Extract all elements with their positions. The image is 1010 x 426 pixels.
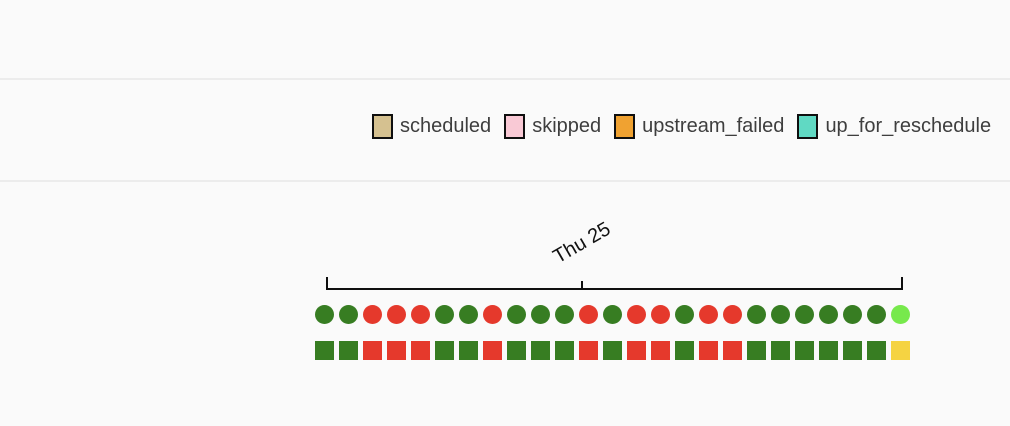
task-instance-status-square-success[interactable] xyxy=(795,341,814,360)
dag-run-status-circle-success[interactable] xyxy=(507,305,526,324)
task-instance-status-square-success[interactable] xyxy=(531,341,550,360)
skipped-swatch-icon xyxy=(504,114,526,139)
legend-item-upstream_failed: upstream_failed xyxy=(614,114,784,139)
dag-run-status-circle-success[interactable] xyxy=(459,305,478,324)
dag-run-status-circle-success[interactable] xyxy=(795,305,814,324)
task-instance-status-row xyxy=(315,341,910,360)
dag-run-status-circle-failed[interactable] xyxy=(651,305,670,324)
dag-run-status-circle-failed[interactable] xyxy=(387,305,406,324)
task-instance-status-square-success[interactable] xyxy=(771,341,790,360)
legend-item-scheduled: scheduled xyxy=(372,114,491,139)
dag-run-status-circle-success[interactable] xyxy=(747,305,766,324)
dag-run-status-circle-success[interactable] xyxy=(603,305,622,324)
legend-label: skipped xyxy=(532,115,602,137)
task-instance-status-square-success[interactable] xyxy=(819,341,838,360)
axis-domain-line xyxy=(326,288,903,290)
legend-label: scheduled xyxy=(400,115,492,137)
legend-label: upstream_failed xyxy=(642,115,785,137)
legend-item-skipped: skipped xyxy=(504,114,601,139)
dag-run-status-circle-failed[interactable] xyxy=(579,305,598,324)
dag-run-status-circle-success[interactable] xyxy=(435,305,454,324)
scheduled-swatch-icon xyxy=(372,114,393,139)
axis-date-tick xyxy=(581,281,583,290)
task-instance-status-square-success[interactable] xyxy=(843,341,862,360)
dag-run-status-circle-failed[interactable] xyxy=(363,305,382,324)
dag-run-status-circle-failed[interactable] xyxy=(699,305,718,324)
dag-run-status-circle-failed[interactable] xyxy=(723,305,742,324)
legend-divider xyxy=(0,180,1010,182)
dag-run-status-circle-success[interactable] xyxy=(867,305,886,324)
task-instance-status-square-failed[interactable] xyxy=(363,341,382,360)
axis-date-label: Thu 25 xyxy=(549,217,615,269)
task-instance-status-square-up_for_retry[interactable] xyxy=(891,341,910,360)
task-instance-status-square-success[interactable] xyxy=(747,341,766,360)
dag-run-status-circle-success[interactable] xyxy=(819,305,838,324)
state-legend: scheduled skipped upstream_failed up_for_re… xyxy=(372,114,991,139)
legend-label: up_for_reschedule xyxy=(825,115,992,137)
axis-right-tick xyxy=(901,277,903,290)
dag-run-status-circle-failed[interactable] xyxy=(627,305,646,324)
dag-run-status-circle-running[interactable] xyxy=(891,305,910,324)
dag-run-status-circle-failed[interactable] xyxy=(483,305,502,324)
task-instance-status-square-failed[interactable] xyxy=(411,341,430,360)
task-instance-status-square-success[interactable] xyxy=(867,341,886,360)
task-instance-status-square-success[interactable] xyxy=(315,341,334,360)
dag-run-status-row xyxy=(315,305,910,324)
dag-run-status-circle-success[interactable] xyxy=(531,305,550,324)
task-instance-status-square-failed[interactable] xyxy=(483,341,502,360)
dag-run-status-circle-success[interactable] xyxy=(675,305,694,324)
task-instance-status-square-failed[interactable] xyxy=(699,341,718,360)
task-instance-status-square-success[interactable] xyxy=(507,341,526,360)
task-instance-status-square-failed[interactable] xyxy=(387,341,406,360)
dag-run-status-circle-success[interactable] xyxy=(843,305,862,324)
task-instance-status-square-success[interactable] xyxy=(555,341,574,360)
task-instance-status-square-success[interactable] xyxy=(459,341,478,360)
top-divider xyxy=(0,78,1010,80)
task-instance-status-square-failed[interactable] xyxy=(651,341,670,360)
task-instance-status-square-success[interactable] xyxy=(603,341,622,360)
task-instance-status-square-failed[interactable] xyxy=(627,341,646,360)
dag-run-status-circle-success[interactable] xyxy=(315,305,334,324)
dag-run-status-circle-success[interactable] xyxy=(771,305,790,324)
dag-run-status-circle-success[interactable] xyxy=(339,305,358,324)
task-instance-status-square-success[interactable] xyxy=(675,341,694,360)
upstream_failed-swatch-icon xyxy=(614,114,636,139)
dag-run-status-circle-failed[interactable] xyxy=(411,305,430,324)
task-instance-status-square-success[interactable] xyxy=(435,341,454,360)
task-instance-status-square-success[interactable] xyxy=(339,341,358,360)
task-instance-status-square-failed[interactable] xyxy=(579,341,598,360)
legend-item-up_for_reschedule: up_for_reschedule xyxy=(797,114,991,139)
up_for_reschedule-swatch-icon xyxy=(797,114,819,139)
axis-left-tick xyxy=(326,277,328,290)
dag-run-status-circle-success[interactable] xyxy=(555,305,574,324)
task-instance-status-square-failed[interactable] xyxy=(723,341,742,360)
